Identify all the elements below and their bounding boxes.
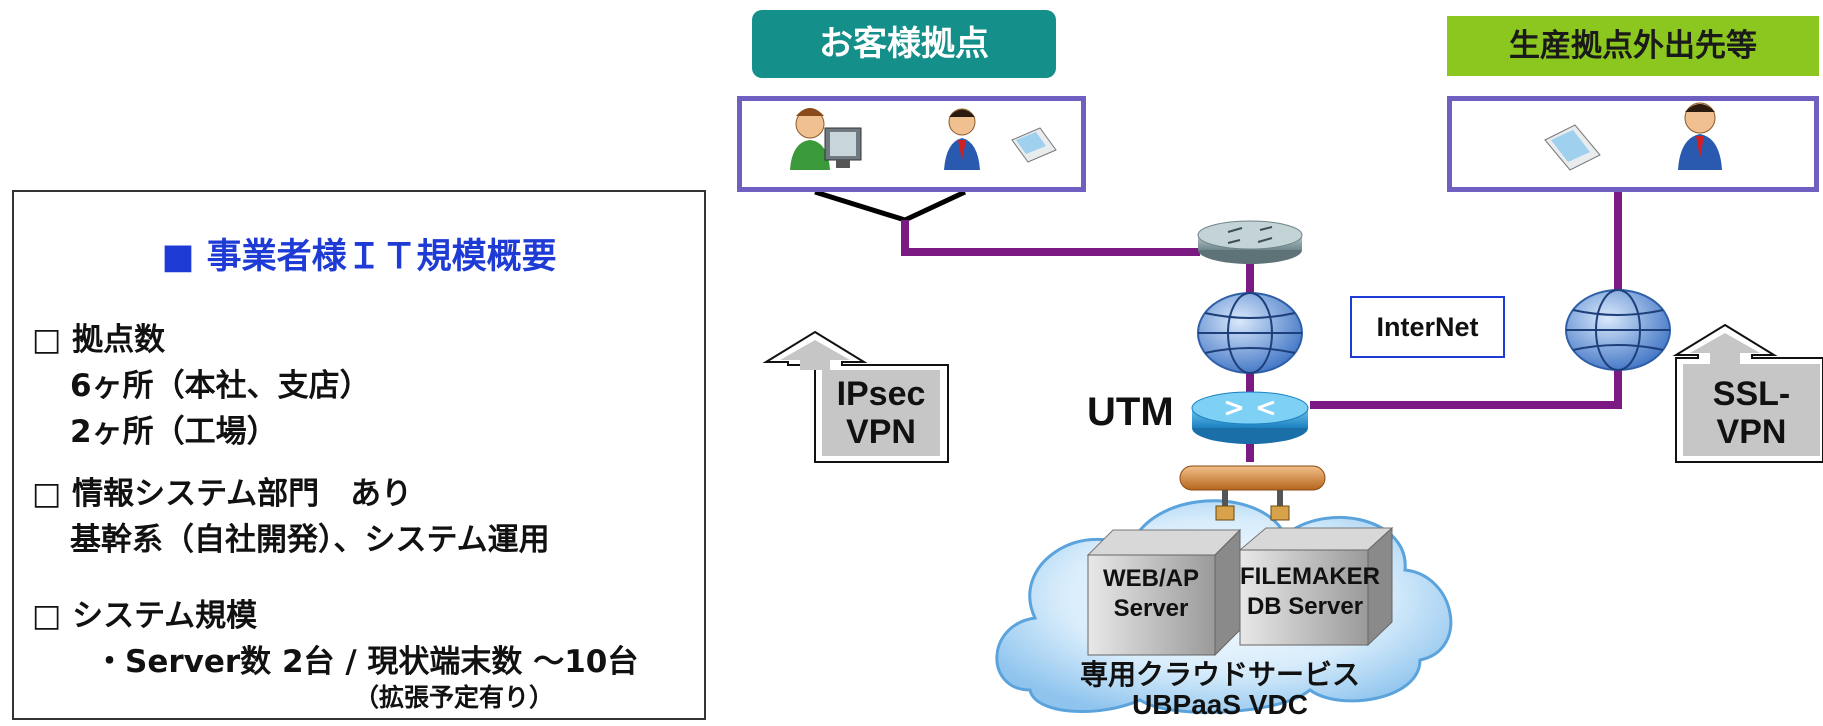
customer-to-router-link [901, 220, 1200, 256]
ssl-vpn-label-line-2: VPN [1716, 413, 1787, 451]
system-scale-line-1: ・Server数 2台 / 現状端末数 ～10台 [94, 644, 639, 680]
ssl-vpn-arrow-icon [1672, 323, 1823, 463]
desktop-user-icon [790, 108, 862, 170]
remote-businessman-icon [1678, 102, 1722, 170]
laptop-icon [1011, 127, 1057, 163]
ipsec-vpn-label-line-1: IPsec [836, 375, 926, 413]
ssl-vpn-label: SSL- VPN [1683, 375, 1820, 451]
customer-site-tag: お客様拠点 [752, 10, 1056, 78]
purple-links [901, 192, 1622, 462]
cloud-service-label: 専用クラウドサービス UBPaaS VDC [1060, 660, 1380, 720]
web-ap-server-icon [1086, 528, 1242, 657]
switch-hub-icon [1179, 465, 1326, 521]
internet-globe-icon-right [1565, 289, 1671, 371]
web-ap-server-label-line-1: WEB/AP [1103, 565, 1199, 592]
customer-lan-connector [814, 189, 967, 223]
summary-title: ■ 事業者様ＩＴ規模概要 [161, 237, 557, 277]
filemaker-db-server-label-line-2: DB Server [1246, 593, 1364, 620]
filemaker-db-server-label-line-1: FILEMAKER [1240, 563, 1380, 590]
customer-site-box [737, 96, 1086, 192]
web-ap-server-label-line-2: Server [1113, 595, 1189, 622]
ipsec-vpn-arrow-icon [762, 330, 949, 463]
remote-laptop-icon [1544, 124, 1601, 171]
cloud-service-label-line-2: UBPaaS VDC [1132, 689, 1308, 720]
section-heading-system-scale: □ システム規模 [32, 598, 258, 634]
ipsec-vpn-label: IPsec VPN [822, 375, 940, 451]
sites-line-1: 6ヶ所（本社、支店） [70, 368, 371, 404]
system-scale-line-2: （拡張予定有り） [354, 683, 555, 712]
router-icon [1197, 220, 1303, 264]
cloud-service-label-line-1: 専用クラウドサービス [1079, 659, 1360, 690]
remote-site-box [1447, 96, 1819, 192]
section-heading-is-dept: □ 情報システム部門 あり [32, 476, 413, 512]
web-ap-server-label: WEB/AP Server [1085, 564, 1217, 624]
businessman-user-icon [944, 108, 980, 170]
ssl-vpn-label-line-1: SSL- [1712, 375, 1791, 413]
sites-line-2: 2ヶ所（工場） [70, 414, 278, 450]
section-heading-sites: □ 拠点数 [32, 322, 166, 358]
ipsec-vpn-label-line-2: VPN [846, 413, 916, 451]
remote-internet-to-utm-link [1310, 365, 1622, 409]
utm-firewall-icon [1191, 391, 1309, 444]
utm-label: UTM [1087, 390, 1174, 434]
filemaker-db-server-label: FILEMAKER DB Server [1240, 562, 1380, 622]
it-scale-summary-panel: ■ 事業者様ＩＴ規模概要 □ 拠点数 6ヶ所（本社、支店） 2ヶ所（工場） □ … [12, 190, 706, 720]
internet-label: InterNet [1350, 296, 1505, 358]
is-dept-line-1: 基幹系（自社開発）、システム運用 [70, 522, 550, 558]
filemaker-db-server-icon [1238, 526, 1394, 647]
internet-globe-icon-left [1197, 292, 1303, 374]
remote-site-tag: 生産拠点外出先等 [1447, 16, 1819, 76]
